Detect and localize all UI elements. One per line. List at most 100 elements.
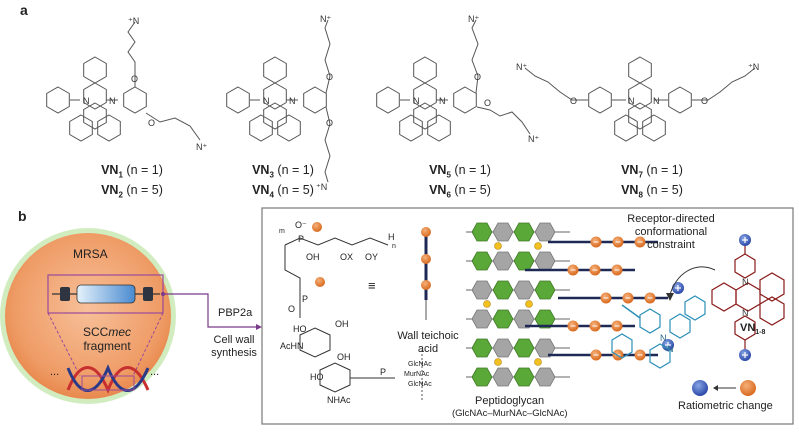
pbp2a-connector bbox=[163, 293, 256, 328]
svg-text:n: n bbox=[392, 243, 396, 250]
phosphate-bead bbox=[567, 264, 579, 276]
bound-probe bbox=[611, 295, 706, 369]
svg-text:O: O bbox=[326, 72, 333, 82]
phosphate-bead bbox=[634, 349, 646, 361]
mrsa-cell bbox=[0, 228, 262, 404]
svg-text:N⁺: N⁺ bbox=[320, 14, 331, 24]
glcnac-sugar bbox=[513, 251, 535, 271]
sccmec-label: SCCmec fragment bbox=[82, 325, 131, 353]
peptide-crosslink bbox=[534, 242, 542, 250]
murnac-sugar bbox=[492, 367, 514, 387]
phosphate-bead bbox=[590, 236, 602, 248]
caption-vn3-4: VN3 (n = 1) VN4 (n = 5) bbox=[252, 163, 314, 199]
svg-text:O: O bbox=[570, 96, 577, 106]
structure-vn7-8: N N O O N⁺ ⁺N bbox=[516, 57, 759, 141]
svg-text:N: N bbox=[660, 333, 667, 343]
pbp2a-label: PBP2a bbox=[218, 307, 253, 319]
murnac-sugar bbox=[492, 338, 514, 358]
conformation-arrow bbox=[669, 266, 716, 296]
svg-text:N⁺: N⁺ bbox=[196, 142, 207, 152]
svg-text:P: P bbox=[298, 234, 304, 244]
svg-text:O: O bbox=[148, 118, 155, 128]
glcnac-sugar bbox=[513, 367, 535, 387]
mec-gene bbox=[76, 284, 136, 304]
svg-text:N⁺: N⁺ bbox=[528, 134, 539, 144]
cation-bottom bbox=[738, 348, 752, 362]
svg-text:N: N bbox=[109, 96, 116, 106]
phosphate-bead bbox=[589, 264, 601, 276]
phosphate-bead bbox=[600, 292, 612, 304]
svg-text:OY: OY bbox=[365, 252, 378, 262]
svg-text:N⁺: N⁺ bbox=[468, 14, 479, 24]
phosphate-bead bbox=[644, 292, 656, 304]
svg-text:O: O bbox=[474, 72, 481, 82]
peptide-crosslink bbox=[483, 300, 491, 308]
glcnac-sugar bbox=[471, 338, 493, 358]
svg-text:OH: OH bbox=[337, 352, 351, 362]
phosphate-bead bbox=[622, 292, 634, 304]
svg-text:N: N bbox=[742, 308, 749, 318]
dna-ellipsis-left: ... bbox=[50, 366, 60, 378]
svg-text:N: N bbox=[83, 96, 90, 106]
svg-text:-N: -N bbox=[664, 344, 674, 354]
structure-vn1-2: N N O O ⁺N N⁺ bbox=[46, 16, 207, 152]
svg-text:GlcNAc: GlcNAc bbox=[408, 361, 432, 368]
peptide-crosslink bbox=[534, 358, 542, 366]
svg-text:HO: HO bbox=[310, 372, 324, 382]
structure-vn5-6: N N O O N⁺ N⁺ bbox=[376, 14, 539, 144]
murnac-sugar bbox=[471, 280, 493, 300]
glcnac-sugar bbox=[513, 222, 535, 242]
ratiometric-label: Ratiometric change bbox=[678, 400, 773, 412]
receptor-label: Receptor-directed conformational constra… bbox=[627, 213, 715, 251]
bound-probe-n-labels: N-N bbox=[660, 333, 674, 354]
caption-vn7-8: VN7 (n = 1) VN8 (n = 5) bbox=[621, 163, 683, 199]
svg-text:O: O bbox=[484, 98, 491, 108]
murnac-sugar bbox=[492, 222, 514, 242]
peptidoglycan-grid bbox=[466, 222, 570, 387]
wta-chains bbox=[525, 236, 685, 361]
svg-text:OH: OH bbox=[306, 252, 320, 262]
peptidoglycan-sublabel: (GlcNAc–MurNAc–GlcNAc) bbox=[452, 408, 568, 419]
detail-box bbox=[261, 207, 794, 425]
svg-text:N: N bbox=[653, 96, 660, 106]
murnac-sugar bbox=[492, 251, 514, 271]
glcnac-sugar bbox=[471, 367, 493, 387]
glcnac-sugar bbox=[534, 280, 556, 300]
wta-structure bbox=[284, 237, 395, 393]
structure-vn3-4: N N O O N⁺ ⁺N bbox=[226, 14, 333, 192]
gene-block-right bbox=[143, 287, 153, 301]
peptide-crosslink bbox=[494, 358, 502, 366]
phosphate-bead bbox=[612, 236, 624, 248]
gene-block-left bbox=[60, 287, 70, 301]
free-probe-n-labels: NN bbox=[742, 277, 749, 318]
svg-text:O: O bbox=[288, 304, 295, 314]
peptidoglycan-label: Peptidoglycan bbox=[475, 395, 545, 407]
svg-text:O⁻: O⁻ bbox=[295, 220, 307, 230]
svg-text:OH: OH bbox=[335, 319, 349, 329]
dna-helix bbox=[66, 364, 150, 394]
panel-a-structures: N N O O ⁺N N⁺ N N O O N⁺ ⁺N N N O O N⁺ N… bbox=[46, 14, 759, 192]
orange-emission-dot bbox=[740, 380, 756, 396]
svg-text:⁺N: ⁺N bbox=[748, 62, 759, 72]
equivalence-sign: ≡ bbox=[368, 278, 376, 293]
svg-text:AcHN: AcHN bbox=[280, 341, 304, 351]
probe-label: VN1-8 bbox=[740, 322, 766, 337]
caption-vn1-2: VN1 (n = 1) VN2 (n = 5) bbox=[101, 163, 163, 199]
mrsa-label: MRSA bbox=[73, 247, 108, 261]
svg-text:N: N bbox=[289, 96, 296, 106]
svg-text:⁺N: ⁺N bbox=[128, 16, 139, 26]
phosphate-bead bbox=[590, 349, 602, 361]
probe-cation bbox=[671, 281, 685, 295]
cell-wall-synthesis-label: Cell wall synthesis bbox=[211, 334, 257, 359]
svg-text:N⁺: N⁺ bbox=[516, 62, 527, 72]
svg-text:OX: OX bbox=[340, 252, 353, 262]
svg-text:HO: HO bbox=[293, 324, 307, 334]
svg-text:MurNAc: MurNAc bbox=[404, 371, 430, 378]
phosphate-bead bbox=[611, 264, 623, 276]
cation-top bbox=[738, 233, 752, 247]
svg-text:NHAc: NHAc bbox=[327, 395, 351, 405]
glcnac-sugar bbox=[471, 251, 493, 271]
wta-label: Wall teichoic acid bbox=[397, 330, 459, 355]
murnac-sugar bbox=[534, 367, 556, 387]
